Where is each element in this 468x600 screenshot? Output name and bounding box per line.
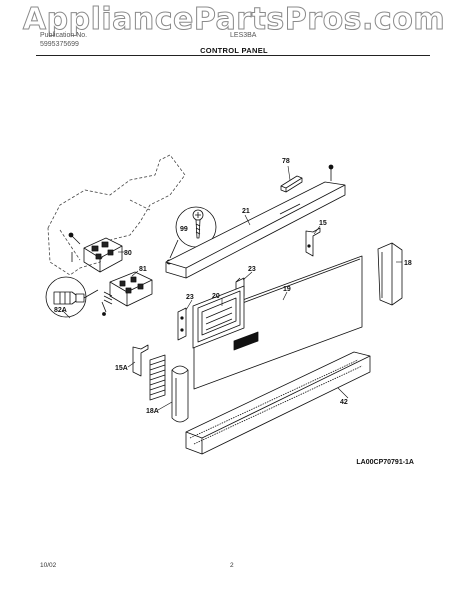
model-prefix: LE bbox=[230, 32, 239, 39]
label-15: 15 bbox=[319, 220, 327, 227]
glass-panel-19 bbox=[193, 255, 363, 390]
label-20: 20 bbox=[212, 293, 220, 300]
back-wall-outline bbox=[47, 154, 186, 276]
control-board-80 bbox=[83, 237, 123, 273]
label-15a: 15A bbox=[115, 365, 128, 372]
end-cap-18a bbox=[171, 365, 189, 423]
relay-board-81 bbox=[109, 271, 153, 307]
label-78: 78 bbox=[282, 158, 290, 165]
bracket-15a bbox=[132, 344, 149, 377]
label-19: 19 bbox=[283, 286, 291, 293]
top-trim-21 bbox=[165, 181, 346, 279]
watermark-logo: AppliancePartsPros.com bbox=[22, 2, 446, 38]
model-suffix: BA bbox=[247, 32, 257, 39]
leader-lines bbox=[61, 165, 402, 411]
screw-back-panel bbox=[68, 232, 81, 262]
wire-harness bbox=[101, 291, 113, 316]
title-rule bbox=[36, 55, 430, 56]
bolt-detail-82a bbox=[45, 276, 99, 318]
label-82a: 82A bbox=[54, 307, 67, 314]
model-fragment: S3 bbox=[238, 32, 248, 39]
footer-page: 2 bbox=[230, 562, 234, 569]
trim-clip-78 bbox=[280, 175, 303, 193]
publication-number: 5995375699 bbox=[40, 41, 79, 48]
model-label: LES3BA bbox=[230, 31, 256, 40]
end-cap-18 bbox=[377, 242, 403, 306]
bottom-trim-42 bbox=[185, 351, 371, 455]
label-99: 99 bbox=[180, 226, 188, 233]
screw-top-right bbox=[328, 164, 334, 181]
label-23-upper: 23 bbox=[248, 266, 256, 273]
footer-date: 10/02 bbox=[40, 562, 57, 569]
bracket-15 bbox=[305, 227, 321, 257]
page-title: CONTROL PANEL bbox=[200, 46, 268, 55]
label-18: 18 bbox=[404, 260, 412, 267]
label-80: 80 bbox=[124, 250, 132, 257]
label-81: 81 bbox=[139, 266, 147, 273]
publication-label: Publication No. bbox=[40, 32, 88, 39]
label-18a: 18A bbox=[146, 408, 159, 415]
part-labels: 78 21 15 99 18 80 81 23 20 19 23 82A 15A… bbox=[54, 158, 412, 415]
insulation-bundle bbox=[149, 354, 166, 401]
bracket-23-lower bbox=[177, 307, 187, 341]
screw-detail-99 bbox=[166, 206, 217, 265]
keypad-assembly-20 bbox=[192, 285, 245, 349]
label-42: 42 bbox=[340, 399, 348, 406]
label-21: 21 bbox=[242, 208, 250, 215]
label-23-lower: 23 bbox=[186, 294, 194, 301]
diagram-reference: LA00CP70791-1A bbox=[356, 459, 414, 466]
